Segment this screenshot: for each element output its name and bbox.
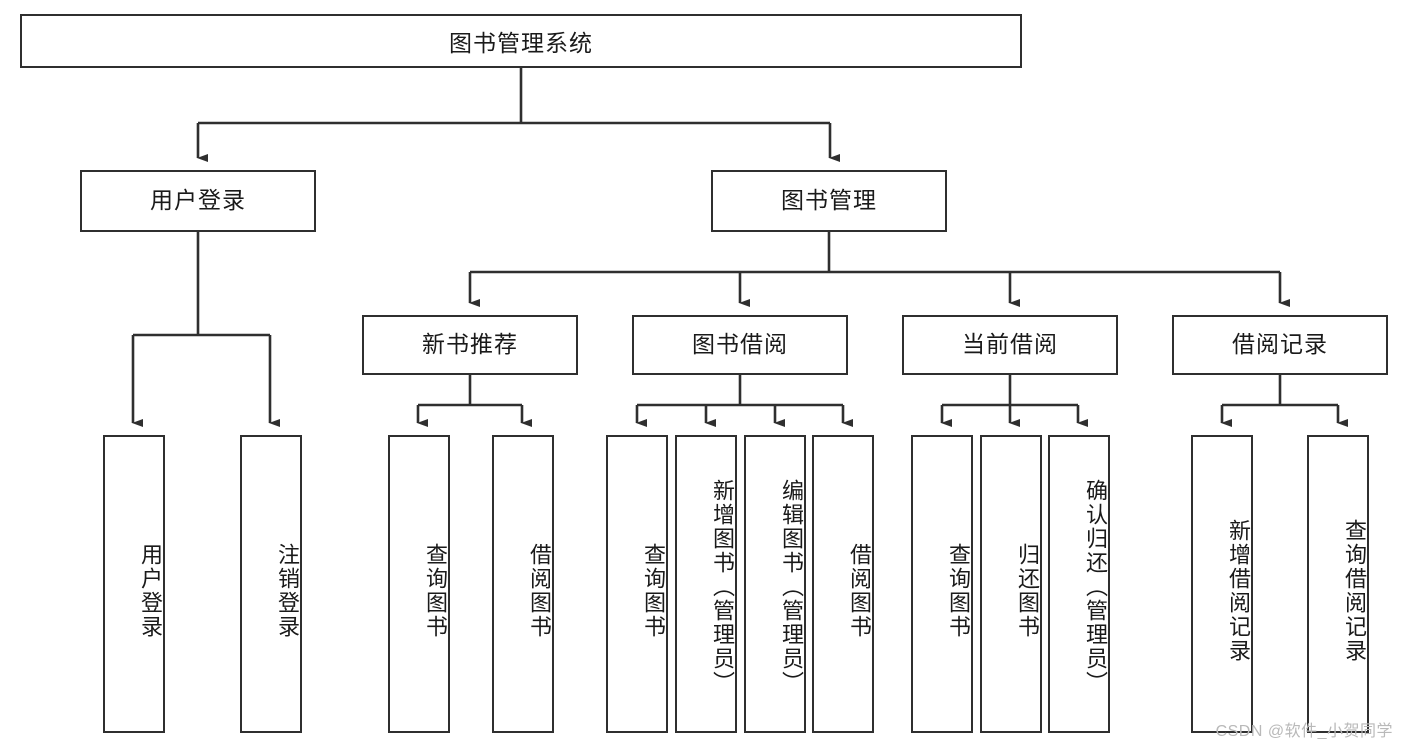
node-book-borrow[interactable]: 图书借阅 (632, 315, 848, 375)
leaf-borrow-record-query[interactable]: 查询借阅记录 (1307, 435, 1369, 733)
leaf-current-borrow-return[interactable]: 归还图书 (980, 435, 1042, 733)
leaf-new-book-query[interactable]: 查询图书 (388, 435, 450, 733)
leaf-book-borrow-query[interactable]: 查询图书 (606, 435, 668, 733)
leaf-user-login-logout[interactable]: 注销登录 (240, 435, 302, 733)
watermark: CSDN @软件_小贺同学 (1215, 723, 1393, 740)
leaf-user-login-login[interactable]: 用户登录 (103, 435, 165, 733)
leaf-current-borrow-query[interactable]: 查询图书 (911, 435, 973, 733)
leaf-book-borrow-add[interactable]: 新增图书（管理员） (675, 435, 737, 733)
node-current-borrow[interactable]: 当前借阅 (902, 315, 1118, 375)
leaf-borrow-record-add[interactable]: 新增借阅记录 (1191, 435, 1253, 733)
node-root[interactable]: 图书管理系统 (20, 14, 1022, 68)
node-user-login[interactable]: 用户登录 (80, 170, 316, 232)
leaf-current-borrow-confirm-return[interactable]: 确认归还（管理员） (1048, 435, 1110, 733)
leaf-book-borrow-borrow[interactable]: 借阅图书 (812, 435, 874, 733)
leaf-book-borrow-edit[interactable]: 编辑图书（管理员） (744, 435, 806, 733)
node-new-book-recommend[interactable]: 新书推荐 (362, 315, 578, 375)
leaf-new-book-borrow[interactable]: 借阅图书 (492, 435, 554, 733)
node-book-management[interactable]: 图书管理 (711, 170, 947, 232)
node-borrow-records[interactable]: 借阅记录 (1172, 315, 1388, 375)
